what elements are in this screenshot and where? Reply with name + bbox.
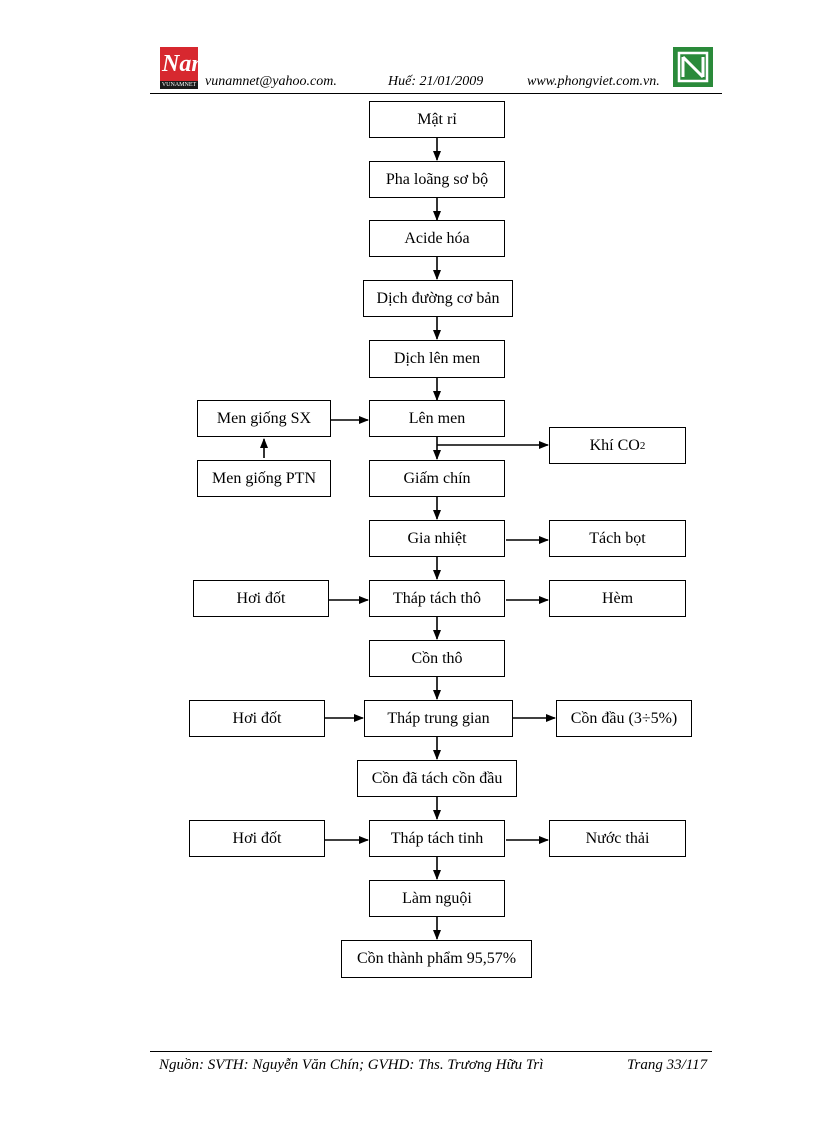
node-men-giong-sx: Men giống SX [197,400,331,437]
header-rule [150,93,722,94]
node-gia-nhiet: Gia nhiệt [369,520,505,557]
vunamnet-logo: Nam VUNAMNET [160,47,210,89]
node-con-da-tach: Cồn đã tách cồn đầu [357,760,517,797]
node-dich-len-men: Dịch lên men [369,340,505,378]
node-tach-bot: Tách bọt [549,520,686,557]
footer-rule [150,1051,712,1052]
node-dich-duong: Dịch đường cơ bản [363,280,513,317]
node-hoi-dot-1: Hơi đốt [193,580,329,617]
node-nuoc-thai: Nước thải [549,820,686,857]
node-con-dau: Cồn đầu (3÷5%) [556,700,692,737]
node-pha-loang: Pha loãng sơ bộ [369,161,505,198]
node-hoi-dot-3: Hơi đốt [189,820,325,857]
node-hoi-dot-2: Hơi đốt [189,700,325,737]
header-place-date: Huế: 21/01/2009 [388,74,484,89]
header-email: vunamnet@yahoo.com. [205,74,337,89]
node-hem: Hèm [549,580,686,617]
footer-page-number: Trang 33/117 [627,1057,708,1073]
node-thap-trung-gian: Tháp trung gian [364,700,513,737]
node-acide-hoa: Acide hóa [369,220,505,257]
node-thap-tach-tinh: Tháp tách tinh [369,820,505,857]
footer-source: Nguồn: SVTH: Nguyễn Văn Chín; GVHD: Ths.… [159,1057,544,1073]
logo-caption: VUNAMNET [160,81,198,89]
node-lam-nguoi: Làm nguội [369,880,505,917]
khi-co2-label: Khí CO [589,436,640,454]
node-thap-tach-tho: Tháp tách thô [369,580,505,617]
node-giam-chin: Giấm chín [369,460,505,497]
khi-co2-subscript: 2 [639,439,646,452]
phongviet-logo-icon [673,47,713,87]
node-con-tho: Cồn thô [369,640,505,677]
logo-mark: Nam [162,51,210,77]
node-con-thanh-pham: Cồn thành phẩm 95,57% [341,940,532,978]
node-mat-ri: Mật rỉ [369,101,505,138]
header-website: www.phongviet.com.vn. [527,74,660,89]
node-men-giong-ptn: Men giống PTN [197,460,331,497]
node-len-men: Lên men [369,400,505,437]
